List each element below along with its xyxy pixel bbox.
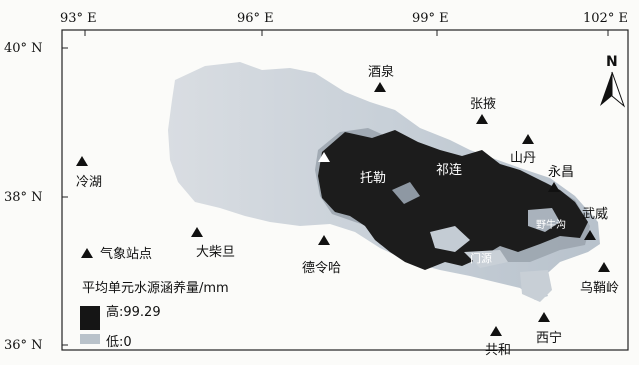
legend-station-label: 气象站点 <box>100 246 152 262</box>
legend-swatch-high <box>80 306 100 330</box>
lon-label-102: 102° E <box>583 11 628 26</box>
legend-low-label: 低:0 <box>106 335 132 350</box>
station-label-dachaidan: 大柴旦 <box>196 245 235 260</box>
region-patch-1 <box>430 226 470 252</box>
station-label-wushaoling: 乌鞘岭 <box>580 280 619 296</box>
lat-label-38: 38° N <box>4 190 43 205</box>
station-label-lenghu: 冷湖 <box>76 175 102 190</box>
station-marker-dachaidan <box>191 227 203 237</box>
lon-label-93: 93° E <box>60 11 97 26</box>
station-label-gonghe: 共和 <box>485 343 511 358</box>
station-marker-dark-1 <box>318 152 330 162</box>
station-label-yongchang: 永昌 <box>548 165 574 180</box>
region-tail <box>520 270 552 302</box>
station-marker-wuwei <box>584 230 596 240</box>
region-label-tuole: 托勒 <box>360 171 386 186</box>
legend-high-label: 高:99.29 <box>106 304 161 320</box>
lat-label-40: 40° N <box>4 41 43 56</box>
station-label-delingha: 德令哈 <box>302 261 341 276</box>
station-marker-lenghu <box>76 156 88 166</box>
lon-label-99: 99° E <box>412 11 449 26</box>
lon-label-96: 96° E <box>237 11 274 26</box>
north-arrow-icon: N <box>600 54 626 108</box>
region-label-yeniugou: 野牛沟 <box>536 218 566 231</box>
station-marker-wushaoling <box>598 262 610 272</box>
region-patch-3 <box>464 250 508 268</box>
region-label-qilian: 祁连 <box>436 162 462 178</box>
lat-label-36: 36° N <box>4 338 43 353</box>
graticule-ticks <box>62 30 609 346</box>
region-patch-4 <box>392 182 420 204</box>
station-marker-jiuquan <box>374 82 386 92</box>
north-label: N <box>606 54 618 70</box>
station-label-wuwei: 武威 <box>582 207 608 222</box>
station-marker-gonghe <box>490 326 502 336</box>
station-markers <box>76 82 610 336</box>
legend-title: 平均单元水源涵养量/mm <box>82 280 229 296</box>
station-marker-shandan <box>522 134 534 144</box>
legend-station-icon <box>81 248 93 258</box>
station-marker-xining <box>538 312 550 322</box>
station-marker-yongchang <box>548 182 560 192</box>
station-label-xining: 西宁 <box>536 330 562 346</box>
region-label-menyuan: 门源 <box>470 251 492 265</box>
region-patch-2 <box>528 208 560 232</box>
region-dark <box>318 130 588 270</box>
station-label-jiuquan: 酒泉 <box>368 64 394 80</box>
station-marker-delingha <box>318 235 330 245</box>
station-label-shandan: 山丹 <box>510 151 536 166</box>
station-label-zhangye: 张掖 <box>470 97 496 112</box>
legend-swatch-low <box>80 334 100 344</box>
map-frame <box>61 29 629 351</box>
station-marker-zhangye <box>476 114 488 124</box>
legend: 气象站点 平均单元水源涵养量/mm 高:99.29 低:0 <box>80 246 229 350</box>
